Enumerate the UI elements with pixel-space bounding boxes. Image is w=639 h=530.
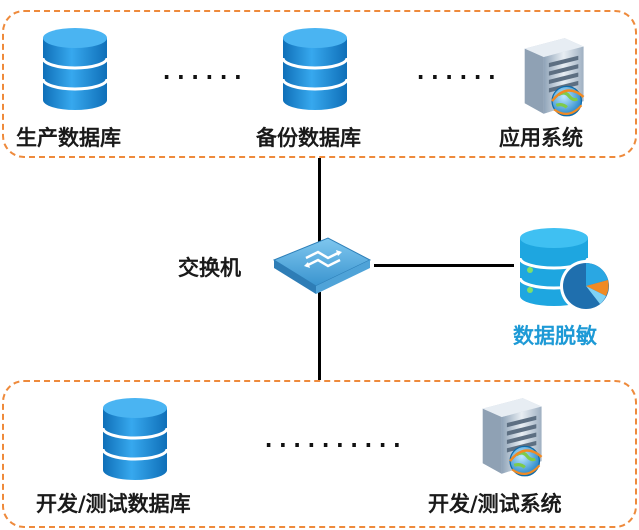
- top-zone: [2, 10, 637, 158]
- app-server-icon: [514, 36, 588, 120]
- connector-bottom: [318, 292, 321, 380]
- top-right-ellipsis: ......: [414, 60, 500, 85]
- devtest-db-label: 开发/测试数据库: [36, 492, 191, 516]
- devtest-system-label: 开发/测试系统: [428, 492, 562, 516]
- connector-top: [318, 158, 321, 244]
- desensitization-label: 数据脱敏: [513, 324, 597, 348]
- backup-db-label: 备份数据库: [256, 126, 361, 150]
- switch-label: 交换机: [178, 256, 241, 280]
- connector-right: [374, 264, 514, 267]
- production-db-label: 生产数据库: [16, 126, 121, 150]
- production-database-icon: [40, 26, 110, 112]
- top-left-ellipsis: ......: [160, 60, 246, 85]
- bottom-zone: [2, 380, 637, 528]
- devtest-database-icon: [100, 396, 170, 482]
- backup-database-icon: [280, 26, 350, 112]
- data-desensitization-icon: [518, 228, 612, 312]
- bottom-ellipsis: ..........: [262, 428, 405, 453]
- app-system-label: 应用系统: [499, 126, 583, 150]
- network-switch-icon: [272, 237, 372, 294]
- devtest-server-icon: [472, 396, 546, 480]
